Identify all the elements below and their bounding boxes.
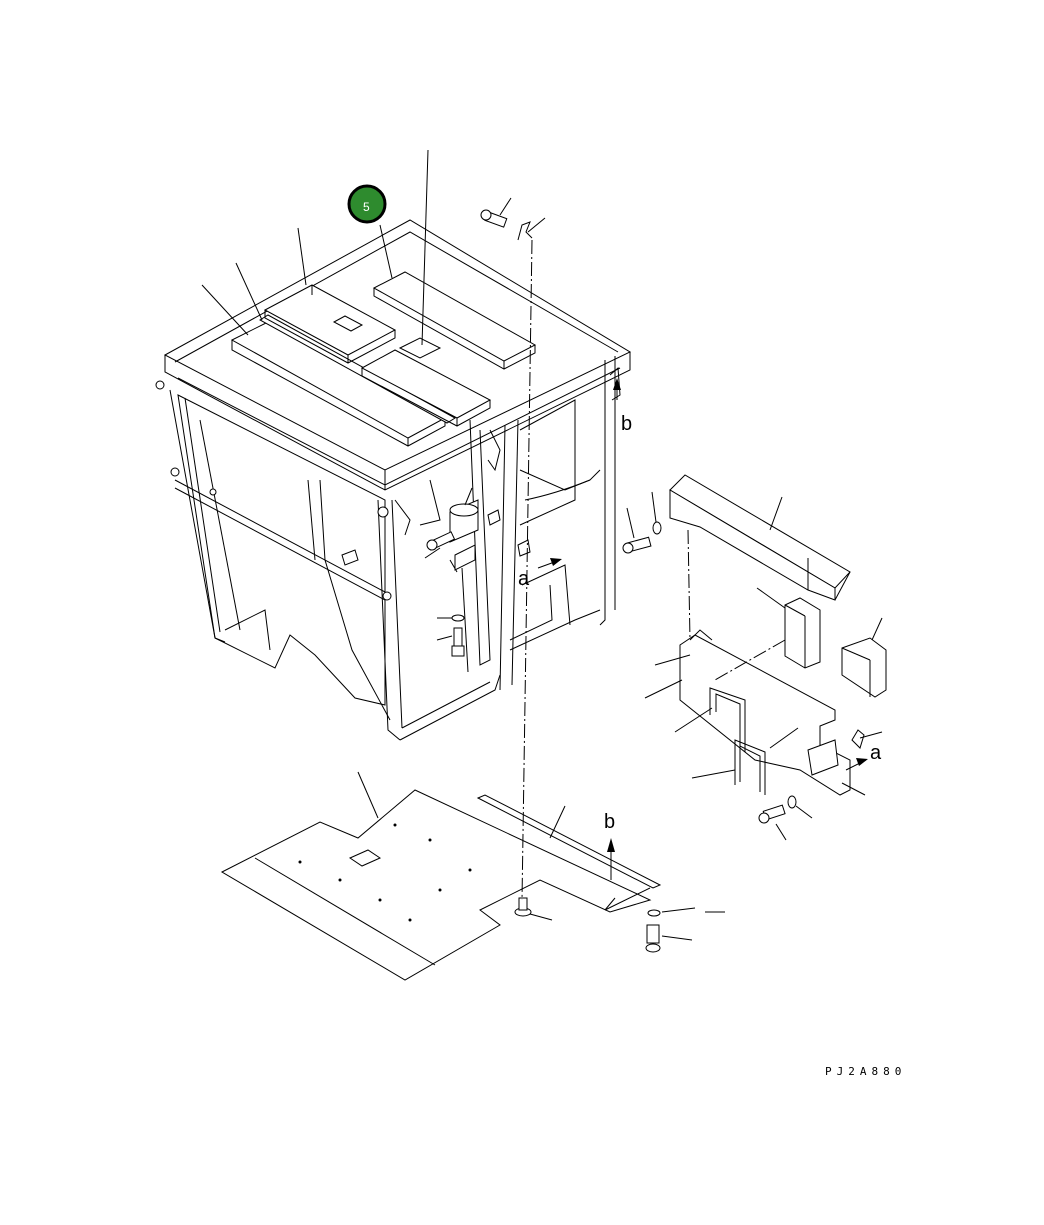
view-label-b2: b bbox=[604, 811, 615, 833]
view-arrow-b2 bbox=[607, 838, 615, 880]
roof-panel-right bbox=[372, 271, 537, 370]
view-label-a2: a bbox=[870, 742, 882, 764]
callout-circle bbox=[347, 184, 387, 224]
bracket-bolt bbox=[426, 531, 456, 551]
drawing-code: PJ2A880 bbox=[825, 1065, 906, 1078]
alignment-lines bbox=[521, 239, 786, 901]
view-arrow-a1 bbox=[537, 558, 562, 569]
seat-bracket bbox=[449, 499, 479, 673]
u-bolt-1 bbox=[709, 687, 746, 752]
callout-number: 5 bbox=[363, 200, 370, 214]
roof-clip bbox=[517, 221, 533, 241]
view-arrow-a2 bbox=[845, 758, 868, 771]
part-callout-5[interactable]: 5 bbox=[347, 184, 387, 224]
insulation-block-1 bbox=[784, 597, 821, 669]
cab-body bbox=[169, 356, 616, 741]
insulation-block-2 bbox=[841, 637, 887, 698]
roof-panel-center bbox=[360, 337, 492, 427]
cab-roof bbox=[163, 219, 632, 491]
rear-cover-bolt bbox=[622, 521, 662, 554]
u-bolt-2 bbox=[734, 739, 766, 795]
view-arrow-b1 bbox=[613, 378, 621, 400]
washer bbox=[451, 614, 465, 622]
leader-lines bbox=[201, 149, 883, 941]
hex-bolt bbox=[451, 627, 465, 657]
side-panel-clip bbox=[851, 729, 865, 749]
view-label-a1: a bbox=[518, 568, 530, 590]
side-panel-bolt bbox=[758, 795, 797, 824]
roof-bolt bbox=[480, 209, 508, 228]
floor-plate bbox=[220, 789, 652, 981]
view-label-b1: b bbox=[621, 413, 632, 435]
floor-bolt bbox=[645, 909, 661, 953]
roof-panel-left bbox=[263, 284, 397, 364]
side-panel bbox=[679, 629, 851, 796]
rear-cover bbox=[669, 474, 851, 601]
floor-mount bbox=[514, 897, 532, 917]
